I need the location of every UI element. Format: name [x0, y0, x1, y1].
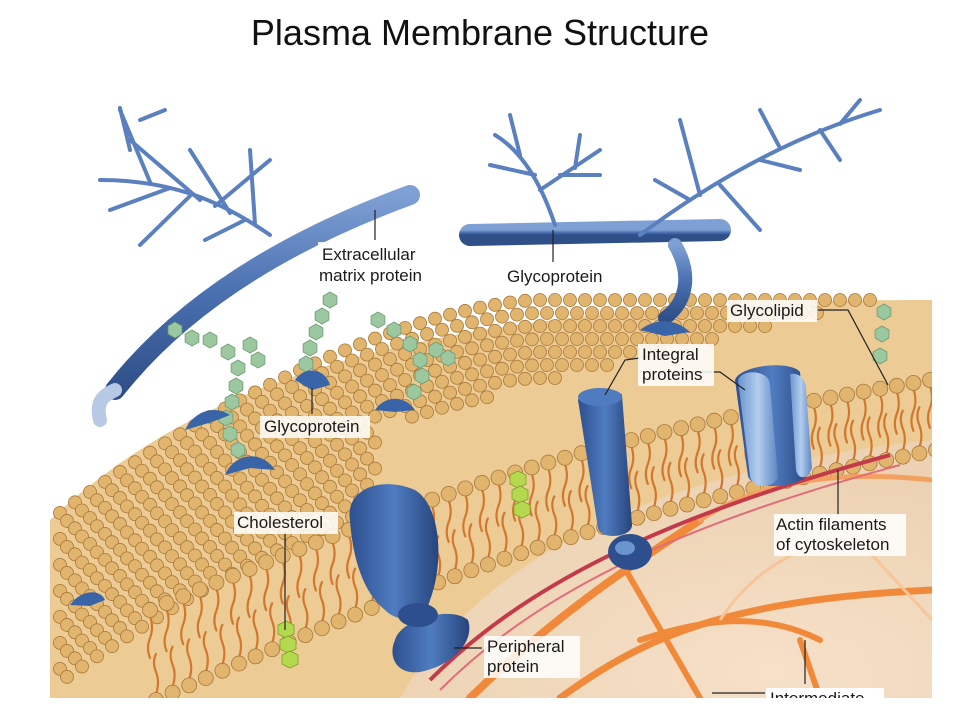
- glycoprotein-left-chains: [167, 291, 456, 459]
- peripheral-protein-complex: [349, 484, 470, 673]
- label-extracellular-matrix-line2: matrix protein: [319, 266, 422, 285]
- label-cholesterol: Cholesterol: [237, 513, 323, 532]
- glycoprotein-top: [488, 98, 882, 336]
- actin-filaments: [428, 453, 901, 691]
- label-integral-proteins-line1: Integral: [642, 345, 699, 364]
- diagram-title: Plasma Membrane Structure: [250, 12, 710, 53]
- label-integral-proteins-line2: proteins: [642, 365, 702, 384]
- integral-protein-channel: [735, 365, 812, 487]
- integral-protein-tall: [578, 388, 652, 570]
- glycoprotein-anchors: [70, 370, 415, 606]
- phospholipid-heads-outer: [53, 293, 877, 684]
- cholesterol-molecules: [277, 470, 531, 669]
- glycolipid-chain: [872, 303, 892, 365]
- label-actin-filaments-line2: of cytoskeleton: [776, 535, 889, 554]
- label-glycoprotein-left: Glycoprotein: [264, 417, 359, 436]
- label-glycolipid: Glycolipid: [730, 301, 804, 320]
- extracellular-matrix-protein: [91, 106, 731, 427]
- label-actin-filaments-line1: Actin filaments: [776, 515, 887, 534]
- leader-lines: [284, 210, 889, 694]
- label-extracellular-matrix-line1: Extracellular: [322, 245, 416, 264]
- label-peripheral-protein-line1: Peripheral: [487, 637, 565, 656]
- label-glycoprotein-top: Glycoprotein: [507, 267, 602, 286]
- label-peripheral-protein-line2: protein: [487, 657, 539, 676]
